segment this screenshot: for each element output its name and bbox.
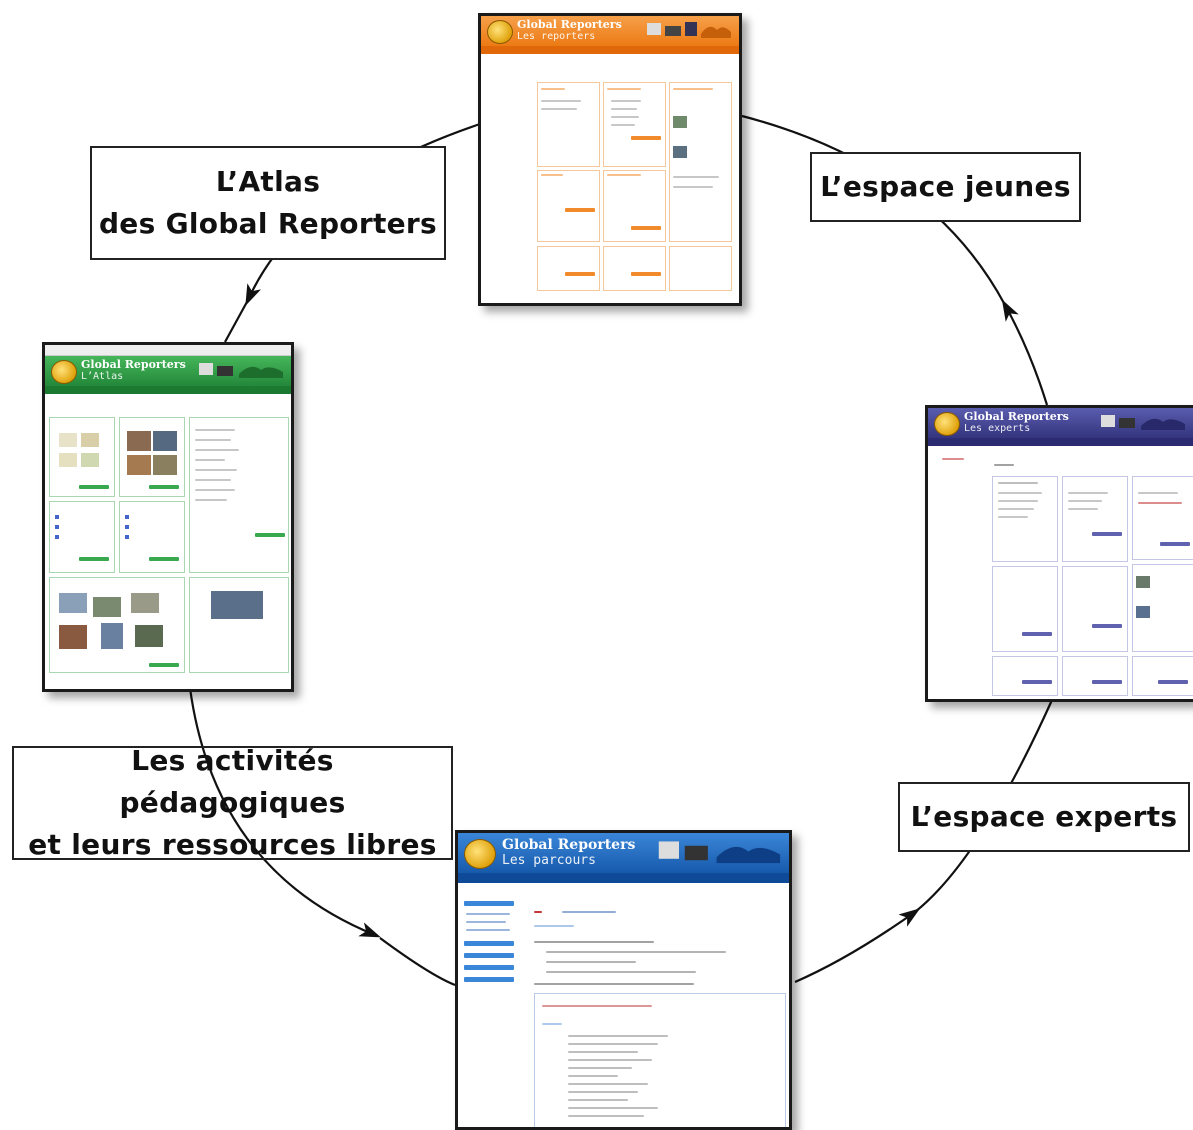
thumb-header: Global Reporters Les parcours: [458, 833, 789, 873]
thumb-nav: [45, 386, 291, 394]
thumb-title: Global Reporters: [964, 410, 1069, 423]
globe-logo-icon: [934, 412, 960, 436]
arc-atlas-to-activites: [188, 687, 381, 938]
label-atlas-line1: L’Atlas: [215, 165, 321, 198]
label-atlas: L’Atlas des Global Reporters: [90, 146, 446, 260]
thumbnail-atlas: Global Reporters L’Atlas: [42, 342, 294, 692]
thumbnail-jeunes: Global Reporters Les reporters: [478, 13, 742, 306]
arc-atlas-upper: [224, 299, 249, 343]
globe-logo-icon: [487, 20, 513, 44]
header-art-icon: [199, 363, 283, 378]
thumb-header: Global Reporters L’Atlas: [45, 356, 291, 386]
globe-logo-icon: [464, 839, 496, 869]
label-activites-line2: et leurs ressources libres: [28, 828, 437, 861]
thumb-title: Global Reporters: [517, 18, 622, 31]
arc-experts-to-jeunes: [1001, 299, 1049, 406]
label-activites: Les activités pédagogiques et leurs ress…: [12, 744, 453, 861]
thumb-header: Global Reporters Les experts: [928, 408, 1193, 438]
thumb-subtitle: Les experts: [964, 423, 1031, 434]
header-art-icon: [1101, 415, 1185, 430]
thumb-title: Global Reporters: [81, 358, 186, 371]
arc-parcours-to-experts: [794, 908, 921, 984]
thumb-nav: [481, 46, 739, 54]
thumb-title: Global Reporters: [502, 837, 636, 853]
header-art-icon: [658, 841, 781, 864]
globe-logo-icon: [51, 360, 77, 384]
label-espace-jeunes-text: L’espace jeunes: [820, 170, 1071, 203]
thumb-header: Global Reporters Les reporters: [481, 16, 739, 46]
thumb-nav: [458, 873, 789, 883]
thumb-subtitle: Les reporters: [517, 31, 596, 42]
arc-activites-to-experts: [379, 937, 456, 987]
thumb-subtitle: L’Atlas: [81, 371, 124, 382]
thumbnail-parcours: Global Reporters Les parcours: [455, 830, 792, 1130]
header-art-icon: [647, 22, 731, 38]
thumb-subtitle: Les parcours: [502, 853, 596, 868]
label-espace-jeunes: L’espace jeunes: [810, 152, 1081, 222]
label-espace-experts-text: L’espace experts: [910, 800, 1178, 833]
label-activites-line1: Les activités pédagogiques: [119, 744, 346, 819]
thumb-nav: [928, 438, 1193, 446]
thumbnail-experts: Global Reporters Les experts: [925, 405, 1193, 702]
label-atlas-line2: des Global Reporters: [98, 207, 438, 240]
label-espace-experts: L’espace experts: [898, 782, 1190, 852]
